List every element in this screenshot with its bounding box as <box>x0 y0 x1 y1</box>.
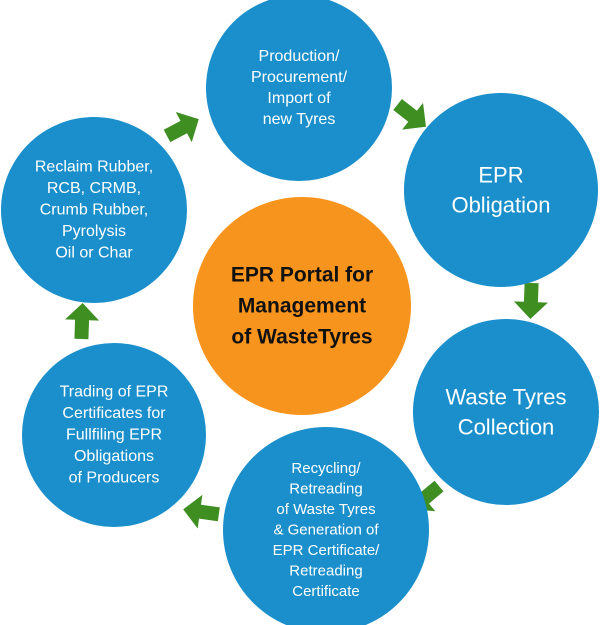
cycle-node-production-line: new Tyres <box>263 111 336 128</box>
center-node-title-line: Management <box>238 295 366 318</box>
cycle-node-circle <box>413 319 599 505</box>
cycle-node-recycling-line: EPR Certificate/ <box>273 542 381 559</box>
cycle-node-trading-line: Obligations <box>74 448 154 465</box>
cycle-node-production-line: Procurement/ <box>251 69 348 86</box>
flow-arrow-icon <box>163 112 199 143</box>
flow-arrow-icon <box>393 99 426 130</box>
flow-arrow-icon <box>513 282 548 319</box>
cycle-node-recycling-line: Certificate <box>292 583 360 600</box>
cycle-node-reclaim-line: Crumb Rubber, <box>40 202 149 219</box>
cycle-node-circle <box>206 0 392 181</box>
cycle-node-reclaim-line: Pyrolysis <box>62 223 126 240</box>
cycle-node-production-line: Production/ <box>259 48 340 65</box>
cycle-node-epr-obligation-line: Obligation <box>451 193 550 218</box>
cycle-node-reclaim-line: RCB, CRMB, <box>47 180 141 197</box>
cycle-node-production: Production/Procurement/Import of new Tyre… <box>206 0 392 181</box>
cycle-node-recycling: Recycling/Retreading of Waste Tyres & Gene… <box>223 427 429 625</box>
center-node-circle <box>193 197 411 415</box>
flow-arrow-icon <box>65 303 100 340</box>
cycle-node-recycling-line: Retreading <box>289 563 362 580</box>
cycle-node-circle <box>1 117 187 303</box>
cycle-node-recycling-line: Recycling/ <box>291 460 361 477</box>
flow-arrow-icon <box>183 494 220 529</box>
cycle-node-trading-line: Trading of EPR <box>60 384 169 401</box>
cycle-node-epr-obligation: EPR Obligation <box>404 93 598 287</box>
cycle-node-recycling-line: Retreading <box>289 481 362 498</box>
cycle-node-reclaim-line: Reclaim Rubber, <box>35 159 153 176</box>
cycle-node-reclaim-line: Oil or Char <box>55 245 133 262</box>
cycle-node-circle <box>404 93 598 287</box>
cycle-node-waste-collection-line: Collection <box>458 415 555 440</box>
cycle-node-recycling-line: of Waste Tyres <box>276 501 375 518</box>
cycle-node-epr-obligation-line: EPR <box>478 163 523 188</box>
center-node-title-line: of WasteTyres <box>231 326 372 349</box>
center-node-title-line: EPR Portal for <box>231 264 373 287</box>
cycle-node-production-line: Import of <box>267 90 331 107</box>
cycle-node-trading-line: of Producers <box>69 470 160 487</box>
cycle-node-circle <box>223 427 429 625</box>
cycle-node-waste-collection-line: Waste Tyres <box>445 385 566 410</box>
cycle-node-trading: Trading of EPR Certificates forFullfiling… <box>22 343 206 527</box>
cycle-node-reclaim: Reclaim Rubber, RCB, CRMB, Crumb Rubber, Py… <box>1 117 187 303</box>
cycle-node-trading-line: Fullfiling EPR <box>66 427 162 444</box>
cycle-node-circle <box>22 343 206 527</box>
cycle-node-recycling-line: & Generation of <box>273 522 379 539</box>
cycle-node-trading-line: Certificates for <box>62 405 166 422</box>
